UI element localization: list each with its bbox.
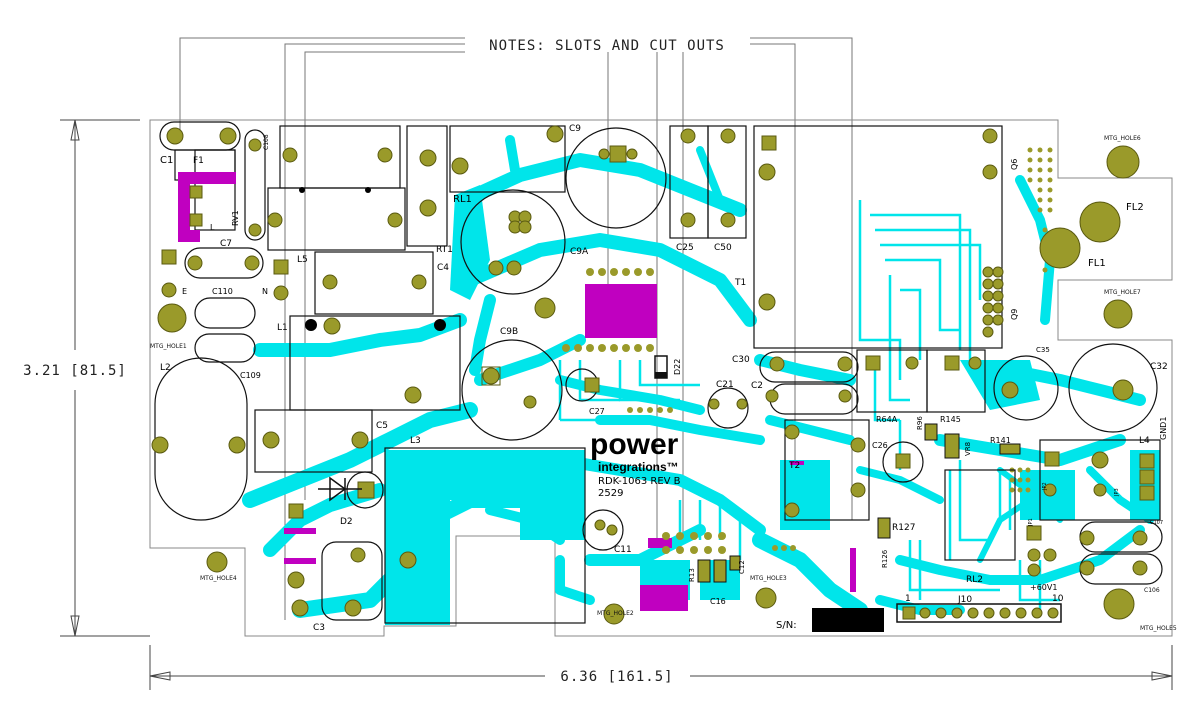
label-c109: C109 xyxy=(240,371,261,380)
label-60v1: +60V1 xyxy=(1030,583,1057,592)
label-c27: C27 xyxy=(589,407,605,416)
label-c12: C12 xyxy=(738,560,746,574)
label-q9: Q9 xyxy=(1010,309,1019,320)
label-rl2: RL2 xyxy=(966,575,983,585)
label-j10: J10 xyxy=(957,595,972,605)
logo-word-integrations: integrations™ xyxy=(598,460,679,474)
label-mtg5: MTG_HOLE5 xyxy=(1140,625,1177,632)
label-d22: D22 xyxy=(673,359,682,375)
label-l5: L5 xyxy=(297,255,308,265)
pads xyxy=(151,125,1155,625)
board-date: 2529 xyxy=(598,488,623,499)
width-dimension: 6.36 [161.5] xyxy=(560,669,673,685)
label-r127: R127 xyxy=(892,523,915,533)
label-c50: C50 xyxy=(714,243,732,253)
label-c4: C4 xyxy=(437,263,449,273)
component-labels: C1 F1 C108 RL1 C9 C25 C50 Q6 MTG_HOLE6 F… xyxy=(150,124,1177,633)
height-dimension: 3.21 [81.5] xyxy=(23,363,127,379)
label-fl1: FL1 xyxy=(1088,258,1106,269)
label-j10-pin10: 10 xyxy=(1052,594,1064,604)
label-r13: R13 xyxy=(688,568,696,582)
label-r126: R126 xyxy=(881,549,889,568)
label-mtg2: MTG_HOLE2 xyxy=(597,610,634,617)
smd-parts xyxy=(697,423,1021,583)
label-mtg4: MTG_HOLE4 xyxy=(200,575,237,582)
label-t1: T1 xyxy=(734,278,746,288)
ic-pins xyxy=(562,268,796,554)
label-f1: F1 xyxy=(193,156,204,166)
label-l2: L2 xyxy=(160,363,171,373)
serial-label: S/N: xyxy=(776,620,797,631)
label-l1: L1 xyxy=(277,323,288,333)
label-c1: C1 xyxy=(160,155,173,166)
diode-d2 xyxy=(318,476,362,502)
label-vr8: VR8 xyxy=(964,442,972,456)
label-c30: C30 xyxy=(732,355,750,365)
label-gnd1: GND1 xyxy=(1159,417,1168,440)
label-jp2: JP2 xyxy=(1042,482,1048,491)
label-l4: L4 xyxy=(1139,436,1150,446)
label-c7: C7 xyxy=(220,239,232,249)
d22-marker xyxy=(654,355,668,379)
label-q6: Q6 xyxy=(1010,159,1019,170)
label-c2: C2 xyxy=(751,381,763,391)
label-c32: C32 xyxy=(1150,362,1168,372)
label-c26: C26 xyxy=(872,441,888,450)
label-c3: C3 xyxy=(313,623,325,633)
label-mtg6: MTG_HOLE6 xyxy=(1104,135,1141,142)
label-n: N xyxy=(262,287,268,296)
label-rl1: RL1 xyxy=(453,194,472,205)
power-integrations-logo: power integrations™ xyxy=(590,428,679,474)
board-outline xyxy=(149,119,1173,637)
j10-connector xyxy=(896,603,1062,623)
label-c21: C21 xyxy=(716,380,734,390)
label-r145: R145 xyxy=(940,415,961,424)
label-c107: C107 xyxy=(1150,520,1163,526)
label-d2: D2 xyxy=(340,517,353,527)
dimension-lines xyxy=(60,119,1173,690)
board-code: RDK-1063 REV B xyxy=(598,476,681,487)
label-fl2: FL2 xyxy=(1126,202,1144,213)
label-r64a: R64A xyxy=(876,415,898,424)
label-c25: C25 xyxy=(676,243,694,253)
logo-word-power: power xyxy=(590,428,679,461)
label-rv1: RV1 xyxy=(231,210,240,226)
copper-pours xyxy=(385,185,1160,625)
label-c5: C5 xyxy=(376,421,388,431)
label-mtg1: MTG_HOLE1 xyxy=(150,343,187,350)
label-rt1: RT1 xyxy=(436,245,453,255)
label-r141: R141 xyxy=(990,436,1011,445)
label-jp1: JP1 xyxy=(1028,518,1034,527)
notes-label: NOTES: SLOTS AND CUT OUTS xyxy=(489,38,725,54)
label-c9b: C9B xyxy=(500,327,518,337)
label-mtg7: MTG_HOLE7 xyxy=(1104,289,1141,296)
magenta-markings xyxy=(178,172,856,611)
label-r96: R96 xyxy=(916,416,924,430)
mounting-dots xyxy=(299,187,446,331)
serial-number-block xyxy=(812,608,884,632)
label-c106: C106 xyxy=(1144,587,1160,594)
label-jp3: JP3 xyxy=(1114,488,1120,497)
label-c16: C16 xyxy=(710,597,726,606)
label-t2: T2 xyxy=(788,461,800,471)
label-c9a: C9A xyxy=(570,247,589,257)
label-c35: C35 xyxy=(1036,346,1050,354)
label-c9: C9 xyxy=(569,124,581,134)
label-c108: C108 xyxy=(263,134,270,150)
label-c110: C110 xyxy=(212,287,233,296)
label-c11: C11 xyxy=(614,545,632,555)
label-l: L xyxy=(210,223,215,232)
label-l3: L3 xyxy=(410,436,421,446)
label-j10-pin1: 1 xyxy=(905,594,911,604)
label-mtg3: MTG_HOLE3 xyxy=(750,575,787,582)
label-e: E xyxy=(182,287,187,296)
